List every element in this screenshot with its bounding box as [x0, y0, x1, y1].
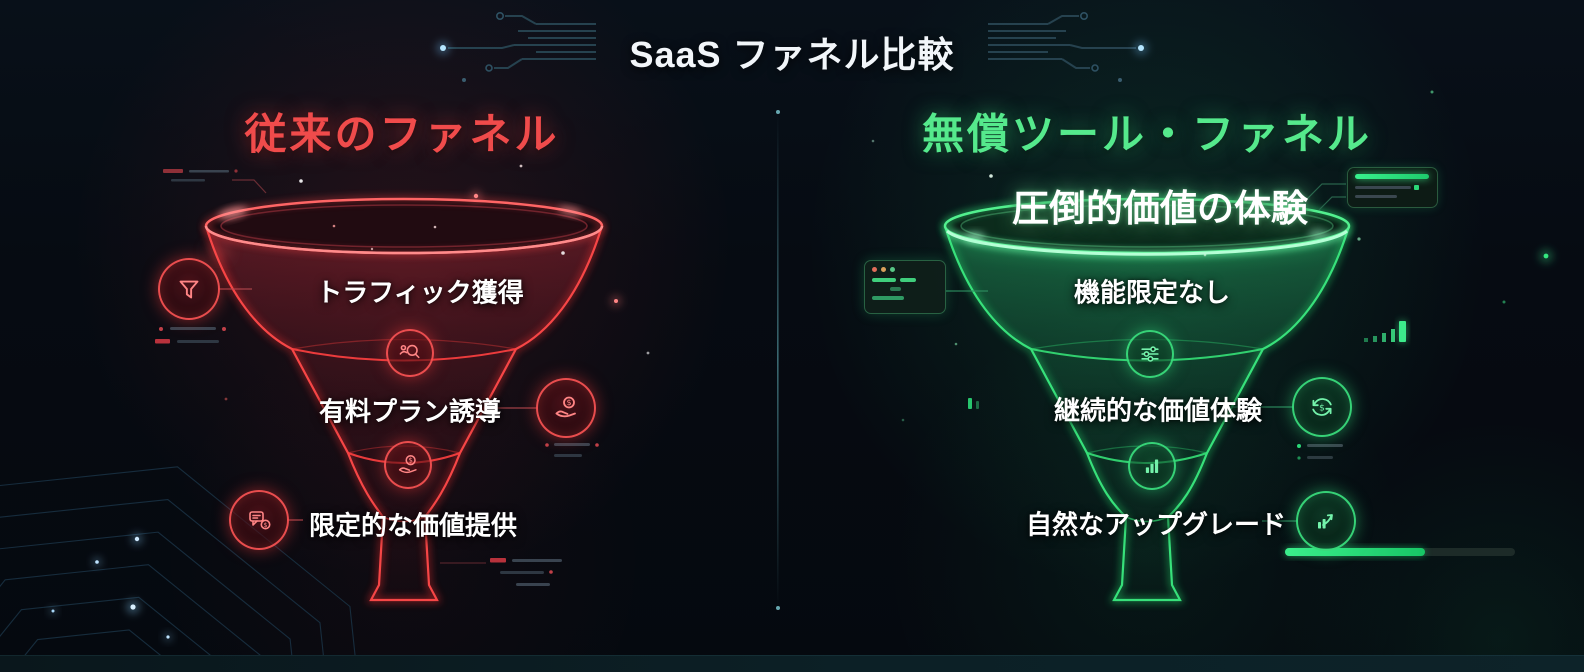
window-bar: [900, 278, 916, 282]
fingerprint-circuit-decor: [0, 466, 374, 672]
red-funnel-shape: [203, 197, 605, 603]
chat-money-icon: $: [229, 490, 289, 550]
window-bar: [890, 287, 901, 291]
bar-chart-icon: [1128, 442, 1176, 490]
window-traffic-lights: [872, 267, 938, 272]
funnel-icon: [158, 258, 220, 320]
svg-text:$: $: [408, 457, 412, 465]
sliders-icon: [1126, 330, 1174, 378]
window-bar-row: [872, 278, 938, 287]
right-stage-label-1: 機能限定なし: [1073, 277, 1231, 308]
green-funnel-shape: [942, 196, 1352, 603]
dash-decor-green-right: [1297, 444, 1343, 460]
growth-arrow-icon: [1296, 491, 1356, 551]
refresh-dollar-icon: $: [1292, 377, 1352, 437]
coin-hand-icon: $: [384, 441, 432, 489]
equalizer-decor: [1364, 321, 1406, 342]
svg-text:$: $: [263, 521, 267, 529]
window-bar: [872, 278, 896, 282]
tooltip-green-chip: [1414, 185, 1419, 190]
right-funnel-banner: 圧倒的価値の体験: [1012, 188, 1308, 229]
tooltip-gray-bar: [1355, 186, 1411, 189]
fingerprint-glow-dots: [49, 533, 173, 642]
traffic-light-green: [890, 267, 895, 272]
traffic-light-yellow: [881, 267, 886, 272]
bottom-bar: [0, 655, 1584, 672]
tooltip-gray-bar: [1355, 195, 1397, 198]
left-funnel-title: 従来のファネル: [244, 110, 560, 158]
right-stage-label-3: 自然なアップグレード: [1025, 509, 1287, 540]
dash-decor-green-left: [968, 398, 979, 409]
tooltip-card-decor: [1347, 167, 1438, 208]
traffic-light-red: [872, 267, 877, 272]
center-divider-decor: [776, 110, 780, 610]
dash-decor-left-mid: [155, 327, 226, 344]
left-stage-label-3: 限定的な価値提供: [308, 510, 518, 541]
right-funnel-title: 無償ツール・ファネル: [921, 110, 1373, 158]
hand-coin-icon: $: [536, 378, 596, 438]
right-stage-label-2: 継続的な価値体験: [1053, 395, 1263, 426]
svg-text:$: $: [566, 398, 571, 407]
particle-dots: [224, 90, 1553, 422]
browser-window-decor: [864, 260, 946, 314]
green-connector-lines: [946, 183, 1346, 522]
dash-decor-right-mid: [545, 443, 599, 457]
left-stage-label-2: 有料プラン誘導: [318, 396, 502, 427]
search-magnifier-icon: [386, 329, 434, 377]
red-connector-lines: [218, 288, 538, 521]
svg-text:$: $: [1319, 403, 1325, 413]
left-stage-label-1: トラフィック獲得: [316, 277, 524, 308]
window-bar: [872, 296, 904, 300]
tooltip-highlight-bar: [1355, 174, 1429, 179]
page-title: SaaS ファネル比較: [629, 34, 955, 75]
tooltip-row: [1355, 185, 1430, 190]
dash-decor-top-left: [163, 169, 267, 194]
dash-decor-bottom-left: [440, 558, 562, 586]
